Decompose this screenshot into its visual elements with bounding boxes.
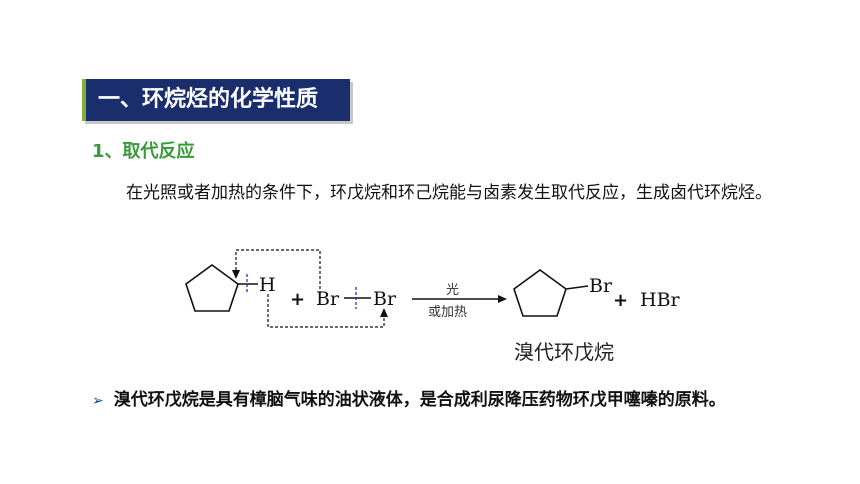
bullet-text: 溴代环戊烷是具有樟脑气味的油状液体，是合成利尿降压药物环戊甲噻嗪的原料。 (113, 390, 726, 410)
bromine-atom-right: Br (373, 288, 397, 310)
hydrogen-atom: H (259, 274, 276, 296)
arrow-right-icon: ➢ (92, 393, 104, 409)
section-title-banner: 一、环烷烃的化学性质 (82, 79, 350, 121)
c-br-bond (565, 285, 589, 290)
hydrogen-bromide: HBr (640, 289, 681, 311)
dashed-arrow-top (235, 249, 321, 294)
plus-sign-1: + (290, 289, 305, 310)
reaction-arrowhead (498, 295, 507, 303)
product-bromine: Br (589, 275, 613, 297)
product-name-label: 溴代环戊烷 (514, 340, 614, 364)
dashed-arrow-bottom (267, 294, 385, 328)
cyclopentane-ring-product (513, 269, 567, 317)
page-title: 一、环烷烃的化学性质 (98, 87, 319, 112)
cyclopentane-ring-reactant (185, 264, 239, 312)
bullet-note: ➢ 溴代环戊烷是具有樟脑气味的油状液体，是合成利尿降压药物环戊甲噻嗪的原料。 (92, 383, 772, 418)
plus-sign-2: + (613, 290, 628, 311)
bromine-atom-left: Br (316, 288, 340, 310)
subsection-heading: 1、取代反应 (92, 141, 195, 162)
arrowhead-top (232, 270, 240, 279)
condition-light: 光 (446, 283, 459, 298)
condition-heat: 或加热 (428, 305, 467, 320)
intro-paragraph: 在光照或者加热的条件下，环戊烷和环己烷能与卤素发生取代反应，生成卤代环烷烃。 (126, 183, 772, 203)
arrowhead-bottom (380, 308, 388, 317)
